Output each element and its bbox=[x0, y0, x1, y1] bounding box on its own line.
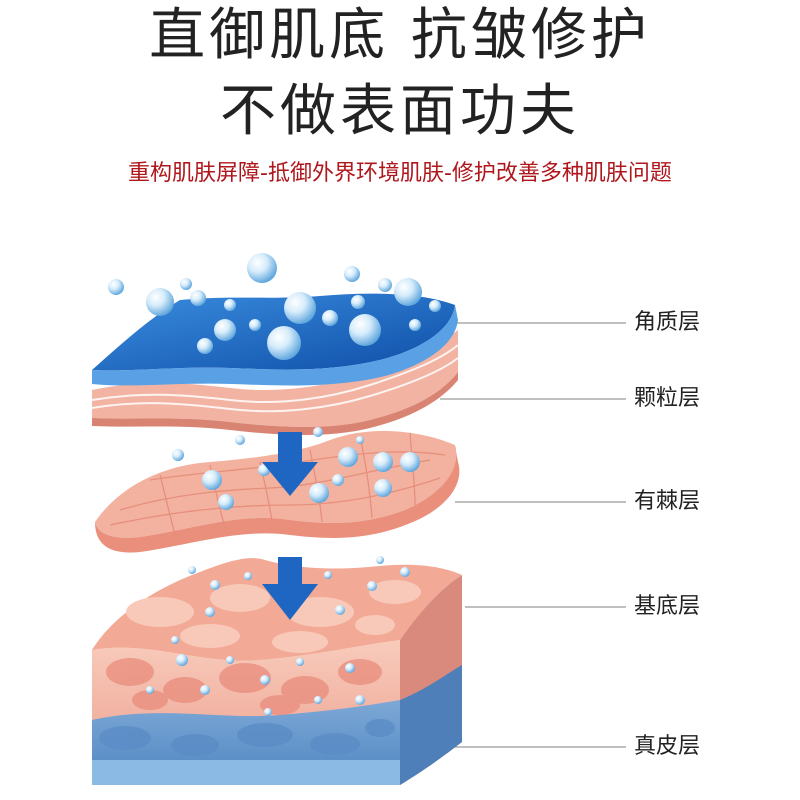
page-subtitle: 重构肌肤屏障-抵御外界环境肌肤-修护改善多种肌肤问题 bbox=[128, 161, 672, 186]
arrow-down-icon bbox=[262, 432, 318, 496]
label-stratum-spinosum: 有棘层 bbox=[634, 489, 701, 514]
spinosum-edge bbox=[95, 445, 460, 553]
cell-pattern bbox=[106, 658, 382, 715]
granulosum-body bbox=[92, 330, 458, 427]
label-stratum-corneum: 角质层 bbox=[634, 310, 701, 335]
corneum-edge bbox=[92, 305, 458, 386]
page-title-line-1: 直御肌底 抗皱修护 bbox=[149, 3, 651, 68]
page-title-line-2: 不做表面功夫 bbox=[220, 79, 580, 144]
granulosum-stack bbox=[91, 330, 459, 435]
spinosum-sheet bbox=[95, 430, 460, 553]
water-bubble-icon bbox=[108, 253, 441, 716]
arrow-down-icon bbox=[262, 557, 318, 620]
spinosum-top bbox=[95, 430, 457, 538]
skin-block bbox=[92, 558, 462, 785]
water-bubbles bbox=[108, 253, 441, 716]
block-right-face-dermis bbox=[400, 665, 462, 785]
granulosum-edge bbox=[92, 372, 458, 435]
label-stratum-basale: 基底层 bbox=[634, 594, 701, 619]
label-dermis: 真皮层 bbox=[634, 734, 701, 759]
label-stratum-granulosum: 颗粒层 bbox=[634, 386, 701, 411]
dermis-cell-pattern bbox=[99, 719, 395, 756]
dermis-base bbox=[92, 760, 400, 785]
top-cell-pattern bbox=[126, 580, 421, 653]
flow-arrows bbox=[262, 432, 318, 620]
